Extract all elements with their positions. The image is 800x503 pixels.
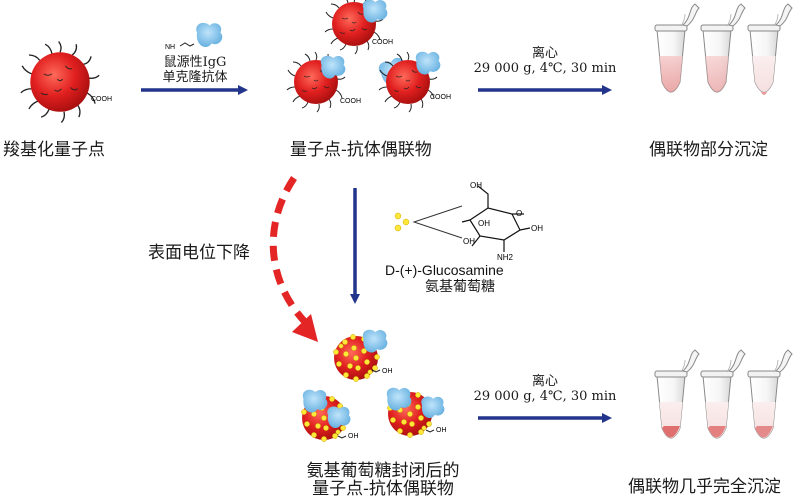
- label-carboxyl-qd: 羧基化量子点: [3, 140, 105, 160]
- label-centrifuge-2: 离心 29 000 g, 4℃, 30 min: [470, 374, 620, 404]
- cooh-label-4: COOH: [430, 94, 451, 101]
- label-surface-potential: 表面电位下降: [148, 243, 250, 263]
- glucosamine-structure: [461, 185, 531, 252]
- tube-top-2: [700, 3, 746, 93]
- label-glucosamine-cn: 氨基葡萄糖: [425, 279, 495, 295]
- o-label: O: [516, 209, 522, 218]
- wedge-lines: [412, 205, 463, 239]
- nh-label: NH: [165, 44, 175, 51]
- label-centrifuge-1-line2: 29 000 g, 4℃, 30 min: [473, 61, 617, 76]
- carboxyl-quantum-dot: [20, 40, 100, 124]
- label-antibody-line1: 鼠源性IgG: [163, 55, 227, 70]
- label-conjugate: 量子点-抗体偶联物: [290, 140, 432, 160]
- oh-label-c: OH: [478, 219, 490, 228]
- nh-linker: [179, 42, 195, 47]
- label-glucosamine-en: D-(+)-Glucosamine: [385, 262, 504, 278]
- tube-bottom-1: [654, 349, 700, 439]
- dashed-curve-arrow: [269, 176, 308, 325]
- label-blocked-line1: 氨基葡萄糖封闭后的: [306, 461, 460, 481]
- tube-bottom-2: [700, 349, 746, 439]
- cooh-label-3: COOH: [340, 98, 361, 105]
- oh-label-g: OH: [436, 427, 447, 434]
- tube-top-1: [654, 3, 700, 93]
- label-antibody: 鼠源性IgG 单克隆抗体: [140, 55, 250, 85]
- glucosamine-dots: [394, 212, 410, 232]
- label-centrifuge-2-line1: 离心: [531, 374, 558, 389]
- oh-label-d: OH: [463, 237, 475, 246]
- tube-bottom-3: [747, 349, 793, 439]
- label-centrifuge-1-line1: 离心: [531, 46, 558, 61]
- label-blocked-line2: 量子点-抗体偶联物: [312, 479, 454, 499]
- blocked-conjugate-cluster: [301, 329, 445, 442]
- label-complete-precip: 偶联物几乎完全沉淀: [628, 477, 781, 497]
- cooh-label-1: COOH: [91, 96, 112, 103]
- tube-top-3: [747, 3, 793, 95]
- oh-label-f: OH: [348, 433, 359, 440]
- nh2-label: NH2: [497, 253, 514, 262]
- oh-label-a: OH: [470, 181, 482, 190]
- label-centrifuge-1: 离心 29 000 g, 4℃, 30 min: [470, 46, 620, 76]
- oh-label-e: OH: [382, 368, 393, 375]
- label-blocked-conjugate: 氨基葡萄糖封闭后的 量子点-抗体偶联物: [293, 462, 473, 498]
- cooh-label-2: COOH: [372, 39, 393, 46]
- dashed-arrow-head: [292, 314, 318, 342]
- label-centrifuge-2-line2: 29 000 g, 4℃, 30 min: [473, 389, 617, 404]
- label-partial-precip: 偶联物部分沉淀: [649, 140, 768, 160]
- conjugate-cluster-top: [286, 0, 441, 113]
- label-antibody-line2: 单克隆抗体: [162, 70, 228, 85]
- oh-label-b: OH: [531, 224, 543, 233]
- antibody-icon: [196, 22, 223, 47]
